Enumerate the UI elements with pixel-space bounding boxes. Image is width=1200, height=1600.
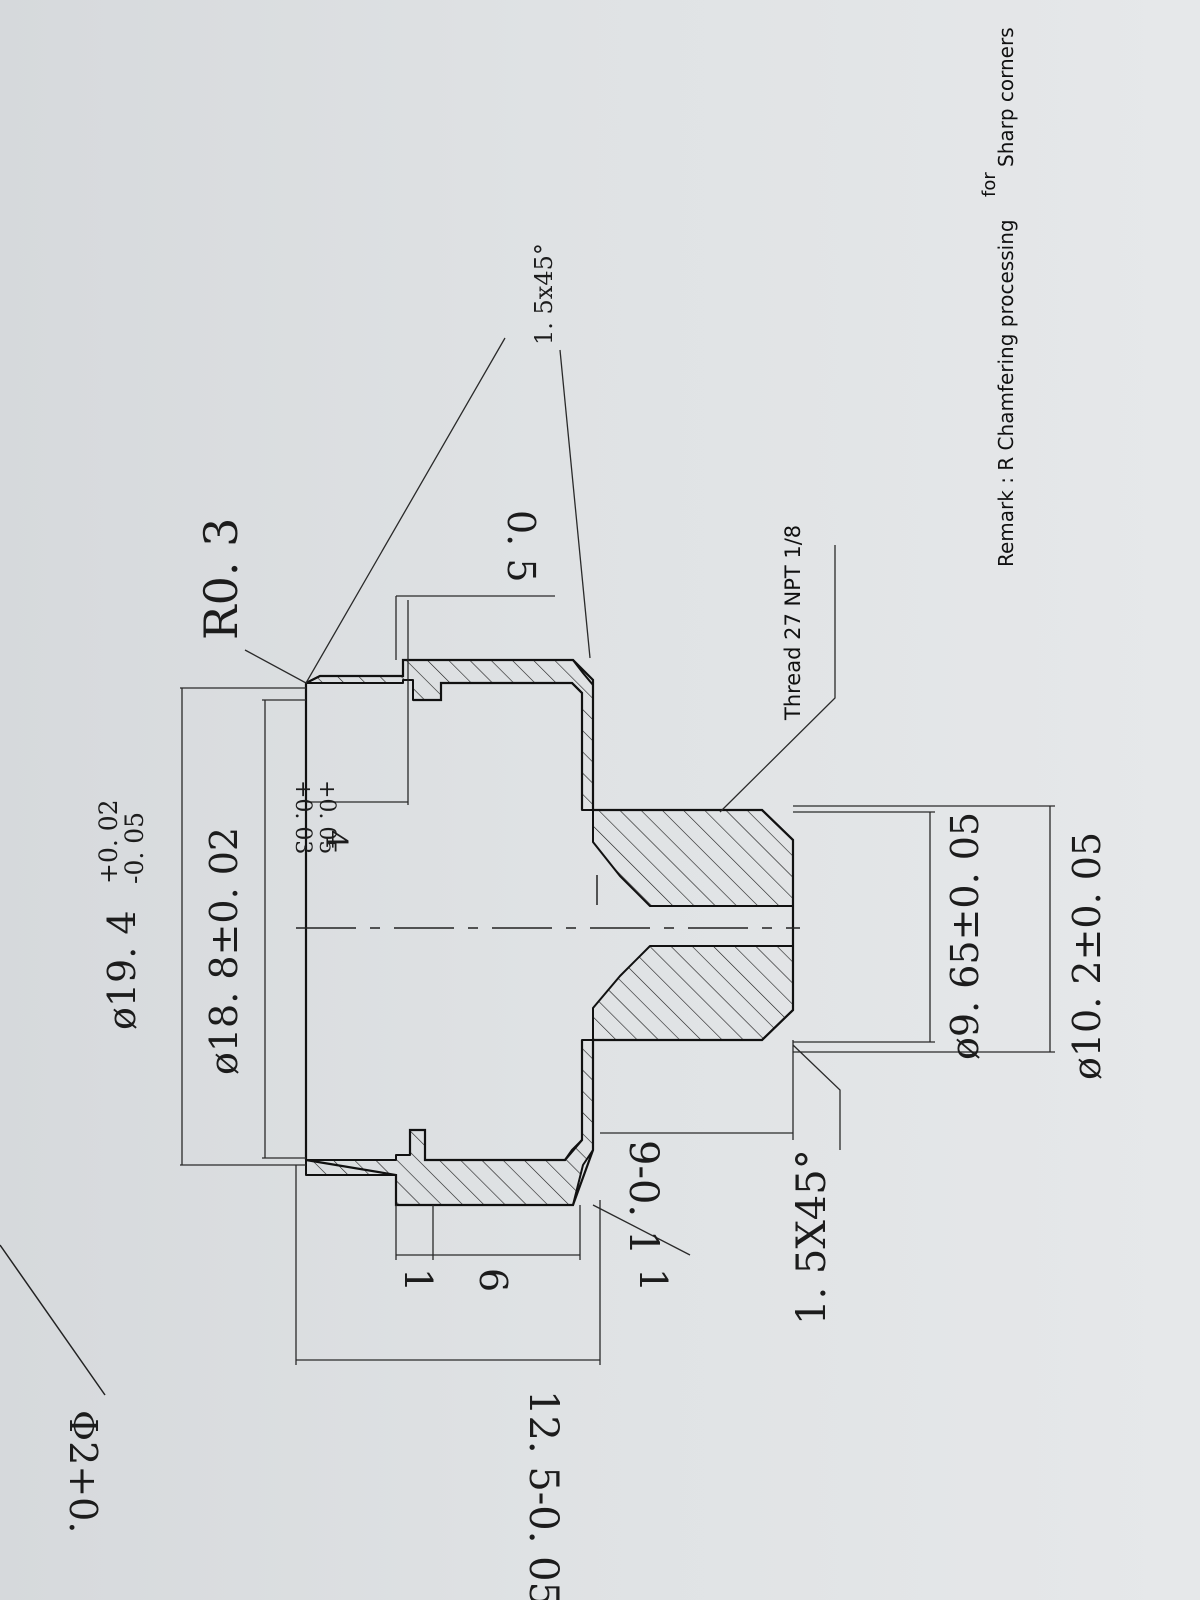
svg-text:+0. 02: +0. 02 (94, 799, 123, 884)
dimension-lines (180, 595, 1055, 1365)
svg-text:+0. 05: +0. 05 (314, 780, 339, 854)
hole-diameter-dimension: ø9. 65±0. 05 (943, 812, 987, 1060)
svg-text:+0. 03: +0. 03 (290, 780, 315, 854)
corner-dimension: Φ2+0. (61, 1410, 105, 1533)
dim-one-top: 1 (396, 1268, 440, 1292)
outer-diameter-dimension: ø19. 4 +0. 02 -0. 05 (94, 799, 149, 1030)
lower-wall-section (305, 945, 794, 1206)
overall-length-dimension: 12. 5-0. 05 (520, 1390, 566, 1600)
inner-depth-dimension: 9-0. 1 (620, 1140, 666, 1255)
dim-six: 6 (471, 1268, 515, 1292)
part-section (305, 659, 794, 1206)
corner-leader-line (0, 1244, 106, 1396)
chamfer-right-note: 1. 5x45° (530, 243, 558, 345)
svg-text:for: for (979, 172, 1000, 197)
part-outline (304, 658, 795, 1207)
dim-one-bottom: 1 (631, 1268, 675, 1292)
nipple-diameter-dimension: ø10. 2±0. 05 (1065, 832, 1109, 1080)
step-width-dimension: 0. 5 (499, 510, 543, 583)
thread-note: Thread 27 NPT 1/8 (781, 525, 805, 721)
svg-text:ø19. 4: ø19. 4 (100, 910, 144, 1030)
svg-text:-0. 05: -0. 05 (120, 812, 149, 884)
chamfer-left-note: 1. 5X45° (789, 1149, 835, 1325)
upper-wall-section (305, 659, 794, 907)
bore-diameter-dimension: ø18. 8±0. 02 (202, 827, 246, 1075)
fillet-radius-note: R0. 3 (194, 518, 248, 640)
leader-lines (244, 337, 841, 1150)
remark-note: Remark : R Chamfering processing for Sha… (979, 27, 1018, 567)
groove-width-dimension: 4 +0. 05 +0. 03 (290, 780, 353, 854)
svg-text:Sharp corners: Sharp corners (994, 27, 1018, 167)
svg-text:4: 4 (318, 830, 353, 849)
svg-text:Remark : R Chamfering process: Remark : R Chamfering processing (994, 219, 1018, 567)
